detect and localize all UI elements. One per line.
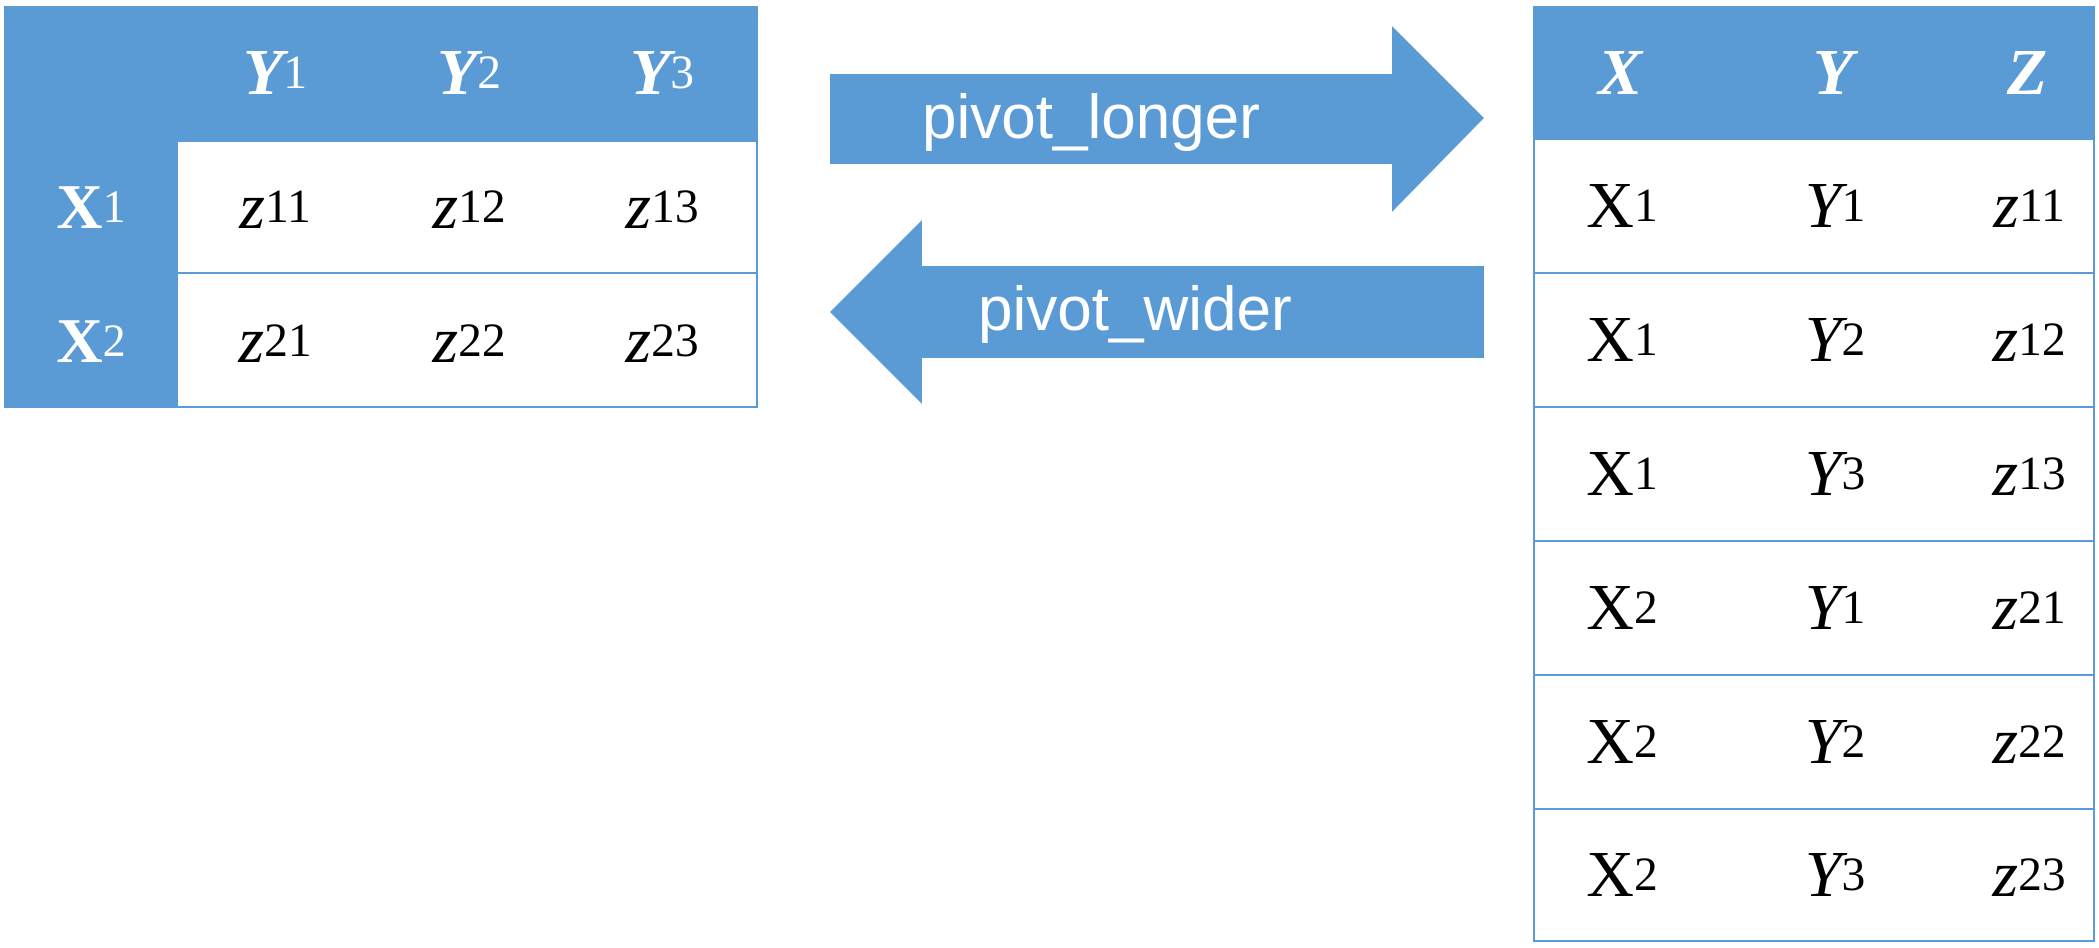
pivot-longer-arrow [830,26,1484,212]
wide-table-row-divider [178,272,758,274]
long-col-header-z: Z [2006,36,2048,109]
long-col-header-x: X [1597,36,1643,109]
wide-table-header-band [4,6,758,140]
pivot-wider-label: pivot_wider [978,275,1292,344]
wide-table-body [178,140,758,408]
long-table-header: X Y Z [1533,6,2095,140]
long-col-header-y: Y [1812,36,1854,109]
pivot-wider-arrow [830,220,1484,404]
pivot-longer-label: pivot_longer [922,83,1260,152]
wide-table-rowheader-band [4,140,178,408]
